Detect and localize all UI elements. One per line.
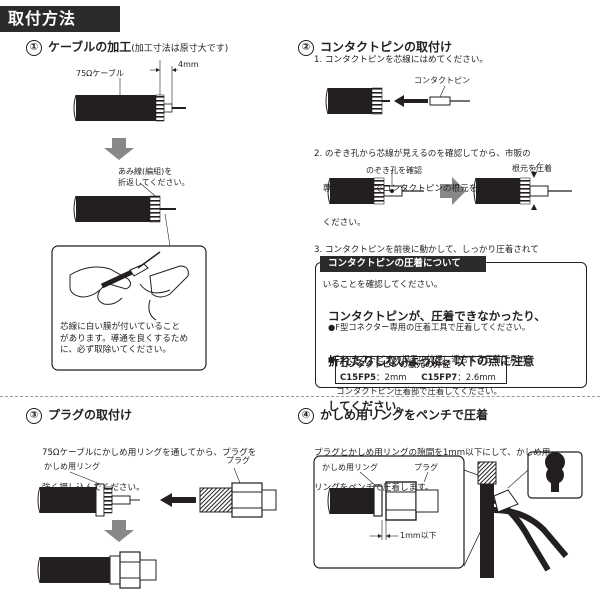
folded-braid-cable-illustration [73,182,176,247]
down-arrow-icon [104,138,134,160]
step3-number: ③ [26,408,42,424]
cable-label: 75Ωケーブル [76,69,124,78]
spec2-value: ：2.6mm [457,373,496,383]
stripped-cable-illustration [73,60,186,122]
hand-stripping-illustration [69,251,189,321]
step1-number: ① [26,40,42,56]
step2-instr1: 1. コンタクトピンを芯線にはめてください。 [314,55,488,65]
callout-main-line-1: コンタクトピンが、圧着できなかったり、 [328,309,546,323]
spec-box [335,356,507,384]
step4-ring-label: かしめ用リング [322,463,378,472]
instr2-line-1: 2. のぞき孔から芯線が見えるのを確認してから、市販の [314,149,531,159]
step2-title: コンタクトピンの取付け [320,40,453,54]
step2-instr3: 3. コンタクトピンを前後に動かして、しっかり圧着されて いることを確認してくだ… [314,222,539,303]
pliers-crimp-illustration [313,451,583,578]
gap-label: 1mm以下 [400,531,437,540]
step4-plug-label: プラグ [414,463,438,472]
step4-line-2: リングをペンチで圧着します。 [314,482,434,493]
step2-number: ② [298,40,314,56]
plug-insert-illustration [37,467,277,589]
callout-bullet-1: ●F型コネクター専用の圧着工具で圧着してください。 [328,322,531,332]
warning-line-1: 芯線に白い膜が付いていること [60,322,181,332]
step3-plug-label: プラグ [226,456,250,465]
crimp-base-label: 根元を圧着 [512,164,552,173]
instr2-line-2: 専用圧着工具でコンタクトピンの根元を圧着して [314,183,512,194]
step3-ring-label: かしめ用リング [44,462,100,471]
step2-heading: ② コンタクトピンの取付け [298,38,452,56]
spec2-model: C15FP7 [421,373,458,383]
callout-bullet-2: ●コンタクトピンの根元の外径に適合する圧着工具の コンタクトピン圧着部で圧着して… [328,333,526,407]
step1-heading: ① ケーブルの加工(加工寸法は原寸大です) [26,38,228,56]
step3-line-2: 強く押し込んでください。 [42,482,145,493]
step3-title: プラグの取付け [48,408,133,422]
step4-instruction: プラグとかしめ用リングの隙間を1mm以下にして、かしめ用 リングをペンチで圧着し… [314,425,550,506]
spec1-model: C15FP5 [340,373,377,383]
spec1-value: ：2mm [376,373,407,383]
down-arrow-icon-2 [104,520,134,542]
step3-instruction: 75Ωケーブルにかしめ用リングを通してから、プラグを 強く押し込んでください。 [42,425,256,506]
crimp-notes-title: コンタクトピンの圧着について [320,256,486,272]
step4-title: かしめ用リングをペンチで圧着 [320,408,489,422]
braid-line-1: あみ線(編組)を [118,167,173,176]
step2-instr2: 2. のぞき孔から芯線が見えるのを確認してから、市販の 専用圧着工具でコンタクト… [314,126,531,241]
callout-main-line-3: してください。 [328,399,408,413]
spec-values: C15FP5：2mm C15FP7：2.6mm [340,371,496,383]
page-title: 取付方法 [0,6,120,32]
bullet2-line-2: コンタクトピン圧着部で圧着してください。 [328,385,502,396]
crimp-check-illustration [327,161,572,210]
instr3-line-1: 3. コンタクトピンを前後に動かして、しっかり圧着されて [314,245,539,255]
warning-line-3: に、必ず取除いてください。 [60,345,171,355]
bullet2-line-1: ●コンタクトピンの根元の外径に適合する圧着工具の [328,354,527,364]
step3-heading: ③ プラグの取付け [26,406,132,424]
callout-main-line-2: 折れたりしないように、以下の点に注意 [328,354,535,368]
crimp-notes-main: コンタクトピンが、圧着できなかったり、 折れたりしないように、以下の点に注意 し… [328,279,578,429]
section-divider [0,396,600,397]
instr2-line-3: ください。 [314,218,366,228]
braid-line-2: 折返してください。 [118,178,190,187]
pin-label: コンタクトピン [414,76,470,85]
warning-line-2: があります。導通を良くするため [60,333,189,344]
step4-line-1: プラグとかしめ用リングの隙間を1mm以下にして、かしめ用 [314,448,551,458]
dimension-label: 4mm [178,60,199,69]
peephole-label: のぞき孔を確認 [366,166,422,175]
right-arrow-icon [440,177,466,205]
step4-heading: ④ かしめ用リングをペンチで圧着 [298,406,488,424]
instr3-line-2: いることを確認してください。 [314,279,443,290]
step1-note: (加工寸法は原寸大です) [131,44,229,54]
step3-line-1: 75Ωケーブルにかしめ用リングを通してから、プラグを [42,448,257,458]
braid-instruction: あみ線(編組)を 折返してください。 [118,166,190,188]
step4-number: ④ [298,408,314,424]
warning-text: 芯線に白い膜が付いていること があります。導通を良くするため に、必ず取除いてく… [60,322,188,357]
step1-title: ケーブルの加工 [48,40,132,54]
pin-insert-illustration [325,85,470,115]
spec-title: コンタクトピンの根元の外径 [340,360,451,370]
